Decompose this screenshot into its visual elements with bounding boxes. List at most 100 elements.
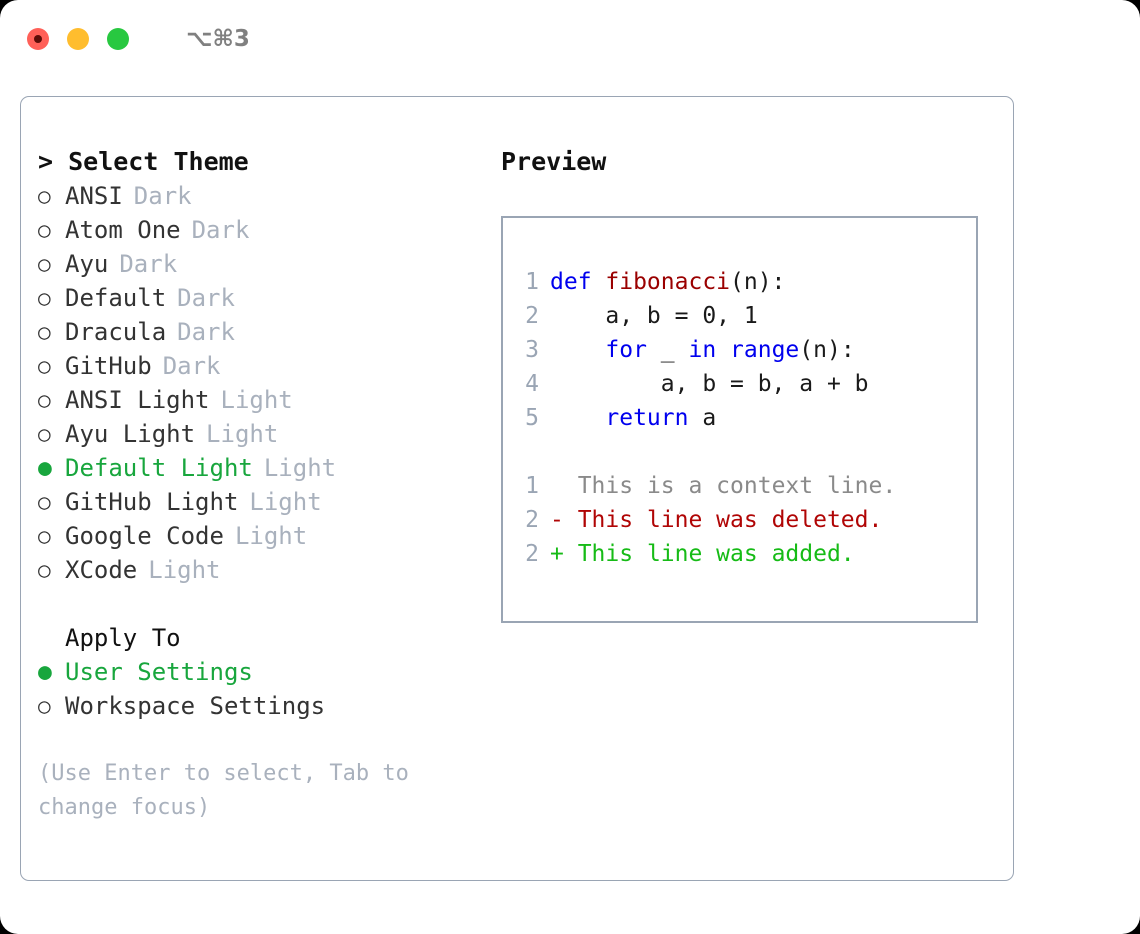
- radio-selected-icon: ●: [38, 455, 52, 481]
- radio-unselected-icon: ○: [38, 252, 51, 276]
- diff-text: This is a context line.: [563, 473, 897, 499]
- code-token-kw: range: [730, 337, 800, 363]
- code-line-number: 5: [525, 405, 539, 431]
- code-line: 5 return a: [520, 401, 976, 435]
- diff-line-number: 1: [525, 473, 539, 499]
- theme-variant-tag: Dark: [191, 216, 250, 244]
- code-token-kw: in: [688, 337, 717, 363]
- radio-unselected-icon: ○: [38, 694, 51, 718]
- theme-variant-tag: Dark: [133, 182, 192, 210]
- diff-marker: +: [550, 541, 564, 567]
- apply-to-option-label: User Settings: [65, 658, 253, 686]
- code-line-number: 3: [525, 337, 539, 363]
- code-line-text: a, b = 0, 1: [550, 299, 758, 333]
- code-token-fn: fibonacci: [605, 269, 731, 295]
- theme-variant-tag: Light: [263, 454, 337, 482]
- diff-text: This line was added.: [563, 541, 855, 567]
- theme-option-label: Default: [65, 284, 167, 312]
- theme-option-atom-one[interactable]: ○ Atom One Dark: [38, 213, 501, 247]
- diff-line-del: 2- This line was deleted.: [520, 503, 976, 537]
- diff-line-ctx: 1 This is a context line.: [520, 469, 976, 503]
- apply-to-option-workspace-settings[interactable]: ○ Workspace Settings: [38, 689, 501, 723]
- radio-unselected-icon: ○: [38, 422, 51, 446]
- theme-option-label: ANSI Light: [65, 386, 210, 414]
- theme-option-label: GitHub: [65, 352, 152, 380]
- diff-sample: 1 This is a context line.2- This line wa…: [520, 469, 976, 571]
- theme-variant-tag: Light: [234, 522, 308, 550]
- radio-unselected-icon: ○: [38, 558, 51, 582]
- code-line: 3 for _ in range(n):: [520, 333, 976, 367]
- theme-variant-tag: Dark: [162, 352, 221, 380]
- code-token-def: (n):: [730, 269, 786, 295]
- theme-option-github-light[interactable]: ○ GitHub Light Light: [38, 485, 501, 519]
- code-line-text: a, b = b, a + b: [550, 367, 869, 401]
- code-line-number: 4: [525, 371, 539, 397]
- apply-to-option-label: Workspace Settings: [65, 692, 326, 720]
- keyboard-shortcut-label: ⌥⌘3: [186, 26, 250, 52]
- theme-option-label: ANSI: [65, 182, 123, 210]
- code-line-text: return a: [550, 401, 716, 435]
- diff-line-add: 2 + This line was added.: [520, 537, 976, 571]
- apply-to-option-user-settings[interactable]: ● User Settings: [38, 655, 501, 689]
- radio-unselected-icon: ○: [38, 218, 51, 242]
- traffic-lights: [27, 28, 129, 50]
- theme-option-default[interactable]: ○ Default Dark: [38, 281, 501, 315]
- title-bar: ⌥⌘3: [0, 0, 1140, 78]
- minimize-button[interactable]: [67, 28, 89, 50]
- diff-line-number: 2: [525, 541, 539, 567]
- code-token-def: a: [688, 405, 717, 431]
- code-token-def: [550, 405, 605, 431]
- theme-variant-tag: Dark: [177, 284, 235, 312]
- keyboard-hint: (Use Enter to select, Tab to change focu…: [38, 761, 423, 820]
- theme-option-label: GitHub Light: [65, 488, 239, 516]
- theme-variant-tag: Light: [249, 488, 322, 516]
- theme-option-default-light[interactable]: ● Default Light Light: [38, 451, 501, 485]
- code-line-text: for _ in range(n):: [550, 333, 854, 367]
- code-token-kw: for: [605, 337, 647, 363]
- apply-to-list[interactable]: ● User Settings ○ Workspace Settings: [38, 655, 501, 723]
- code-line-text: def fibonacci(n):: [550, 265, 785, 299]
- preview-title: Preview: [501, 147, 607, 176]
- code-diff-spacer: [520, 435, 976, 469]
- code-line: 4 a, b = b, a + b: [520, 367, 976, 401]
- theme-variant-tag: Light: [206, 420, 279, 448]
- theme-option-label: Atom One: [65, 216, 181, 244]
- radio-selected-icon: ●: [38, 659, 52, 685]
- theme-option-label: Default Light: [65, 454, 253, 482]
- radio-unselected-icon: ○: [38, 490, 51, 514]
- theme-variant-tag: Dark: [119, 250, 178, 278]
- radio-unselected-icon: ○: [38, 286, 51, 310]
- close-button[interactable]: [27, 28, 49, 50]
- code-token-def: [550, 337, 605, 363]
- radio-unselected-icon: ○: [38, 388, 51, 412]
- diff-line-number: 2: [525, 507, 539, 533]
- code-token-def: a, b = b, a + b: [550, 371, 869, 397]
- theme-option-label: Dracula: [65, 318, 167, 346]
- diff-line-text: This is a context line.: [550, 469, 897, 503]
- code-token-def: [716, 337, 730, 363]
- diff-marker: -: [550, 507, 564, 533]
- code-token-def: a, b = 0, 1: [550, 303, 758, 329]
- theme-option-label: XCode: [65, 556, 138, 584]
- code-line-number: 2: [525, 303, 539, 329]
- theme-option-label: Google Code: [65, 522, 224, 550]
- maximize-button[interactable]: [107, 28, 129, 50]
- code-line: 2 a, b = 0, 1: [520, 299, 976, 333]
- code-token-kw: return: [605, 405, 689, 431]
- section-spacer: [38, 587, 501, 621]
- diff-marker: [550, 473, 564, 499]
